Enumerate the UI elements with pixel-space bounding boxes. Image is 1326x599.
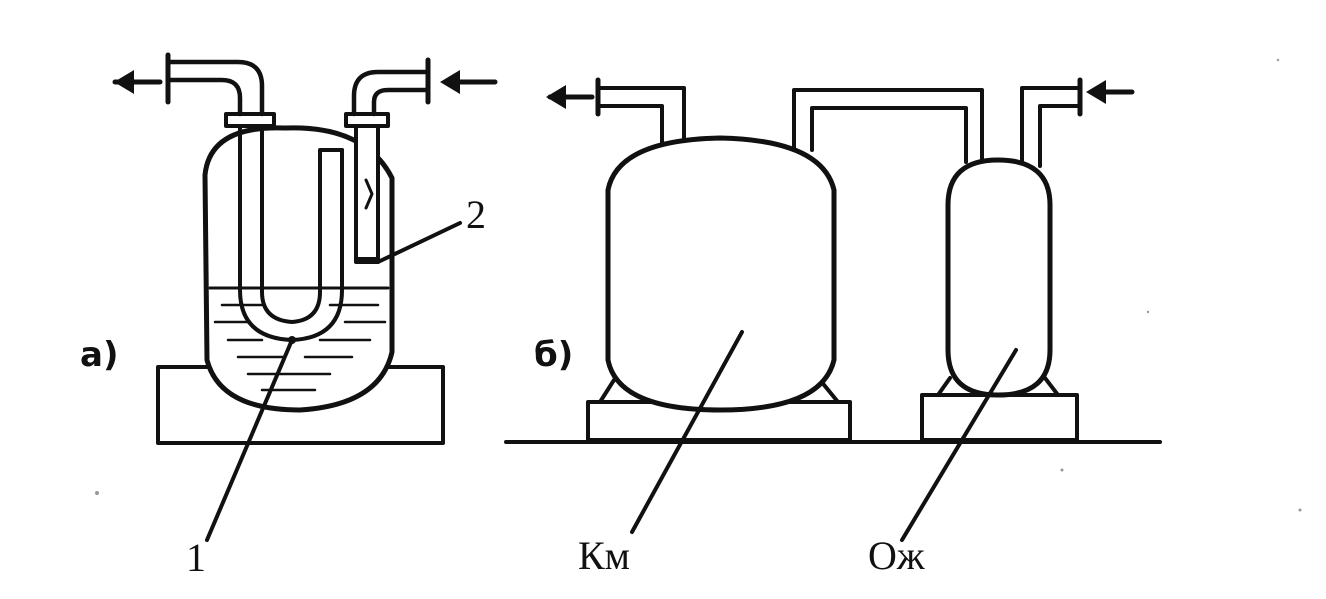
panel-b-outlet-pipe (598, 86, 686, 145)
callout-ozh: Ож (868, 533, 925, 578)
panel-a-label: а) (80, 335, 119, 375)
panel-a-outlet-pipe (165, 59, 265, 117)
panel-a-leader-2 (376, 221, 462, 264)
panel-a-filter-column (354, 118, 380, 264)
callout-km: Км (578, 533, 630, 578)
panel-a-leader-1 (205, 338, 294, 542)
panel-b-apparatus (504, 77, 1162, 542)
panel-b-outlet-arrow (546, 85, 595, 109)
panel-b-leader-ozh (900, 348, 1018, 542)
panel-b-ozh-vessel (945, 157, 1053, 398)
panel-a-inlet-arrow (440, 70, 498, 94)
panel-a-apparatus (112, 52, 498, 542)
panel-a-inlet-pipe (351, 69, 431, 117)
panel-b-connecting-pipe (792, 88, 984, 164)
panel-b-ozh-base (920, 393, 1079, 442)
panel-a-flange-left (224, 112, 276, 128)
callout-2: 2 (466, 192, 486, 237)
callout-1: 1 (186, 535, 206, 580)
panel-a-outlet-arrow (112, 70, 163, 94)
panel-a-u-tube-inner (260, 106, 344, 324)
panel-b-inlet-arrow (1086, 80, 1135, 104)
panel-a-flange-right (344, 112, 390, 128)
panel-b-km-vessel (605, 135, 837, 413)
panel-b-label: б) (534, 335, 574, 375)
panel-b-leader-km (630, 330, 744, 534)
panel-b-inlet-pipe (1020, 86, 1080, 168)
scan-specks (95, 58, 1302, 512)
